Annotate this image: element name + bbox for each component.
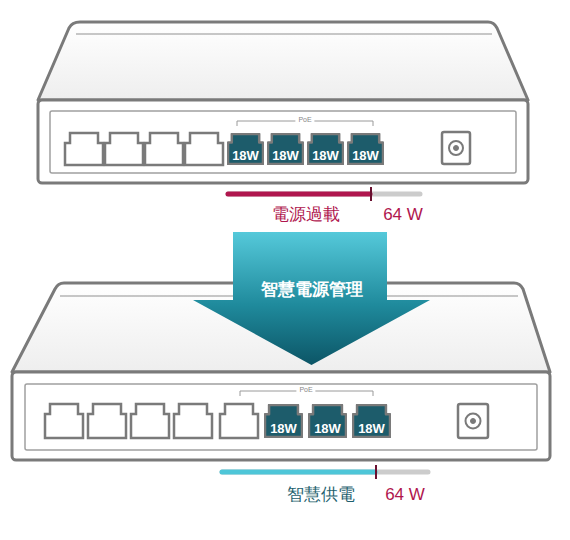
poe-port: 18W <box>352 404 391 438</box>
arrow-caption: 智慧電源管理 <box>193 279 430 301</box>
plain-ports-top <box>65 133 223 165</box>
port-wattage: 18W <box>267 149 304 163</box>
poe-port: 18W <box>307 133 344 165</box>
load-bar-top <box>228 187 420 201</box>
port-wattage: 18W <box>352 422 391 436</box>
poe-port: 18W <box>267 133 304 165</box>
poe-port: 18W <box>308 404 347 438</box>
smart-power-label: 智慧供電 <box>287 484 355 505</box>
process-arrow: 智慧電源管理 <box>193 232 430 365</box>
overload-label: 電源過載 <box>272 204 340 225</box>
port-wattage: 18W <box>227 149 264 163</box>
port-wattage: 18W <box>308 422 347 436</box>
poe-label: PoE <box>295 115 314 124</box>
poe-label: PoE <box>296 385 315 394</box>
power-value: 64 W <box>385 484 425 505</box>
plain-ports-bottom <box>45 404 258 438</box>
load-bar-bottom <box>222 465 428 479</box>
poe-port: 18W <box>227 133 264 165</box>
poe-port: 18W <box>347 133 384 165</box>
power-value: 64 W <box>383 204 423 225</box>
switch-top <box>38 22 528 183</box>
dc-jack-bottom <box>458 404 488 438</box>
dc-jack-top <box>442 132 470 164</box>
poe-port: 18W <box>264 404 303 438</box>
port-wattage: 18W <box>264 422 303 436</box>
port-wattage: 18W <box>347 149 384 163</box>
port-wattage: 18W <box>307 149 344 163</box>
